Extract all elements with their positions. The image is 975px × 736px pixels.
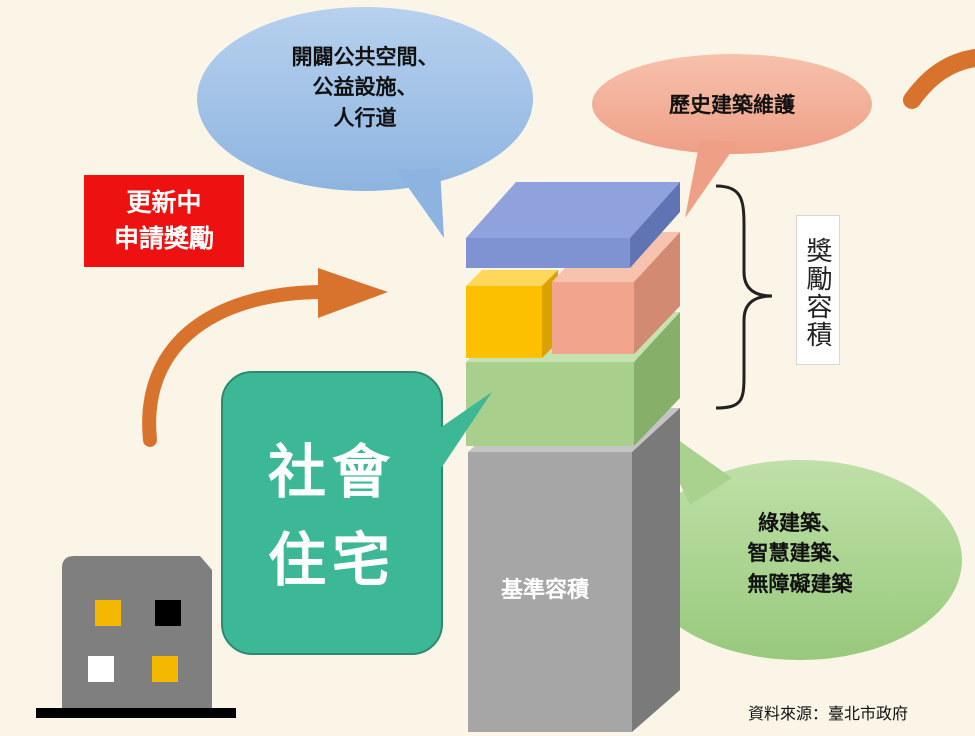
- bonus-far-label: 獎勵容積: [796, 215, 840, 365]
- base-far-label: 基準容積: [500, 578, 589, 603]
- bonus-brace: [715, 184, 773, 410]
- base-far-block: [468, 408, 680, 732]
- update-bonus-badge: 更新中 申請獎勵: [84, 175, 244, 267]
- social-housing-text: 社會 住宅: [228, 398, 436, 638]
- public-space-text: 開闢公共空間、 公益設施、 人行道: [245, 42, 485, 133]
- green-line-1: 綠建築、: [758, 511, 842, 535]
- green-line-3: 無障礙建築: [747, 571, 853, 596]
- green-line-2: 智慧建築、: [747, 541, 853, 566]
- badge-line-1: 更新中: [126, 188, 202, 217]
- badge-line-2: 申請獎勵: [113, 224, 214, 253]
- curved-arrow-right: [903, 49, 975, 109]
- public-space-line-2: 公益設施、: [312, 75, 418, 100]
- historic-text: 歷史建築維護: [669, 93, 795, 117]
- source-caption: 資料來源：臺北市政府: [748, 704, 909, 723]
- public-space-line-3: 人行道: [333, 105, 397, 130]
- yellow-bonus-block: [466, 270, 558, 358]
- social-housing-callout: [221, 371, 492, 655]
- social-housing-line-2: 住宅: [267, 526, 396, 594]
- social-housing-line-1: 社會: [267, 438, 396, 506]
- public-space-line-1: 開闢公共空間、: [291, 45, 439, 69]
- public-space-bubble: [197, 7, 533, 238]
- green-building-text: 綠建築、 智慧建築、 無障礙建築: [686, 508, 914, 599]
- curved-arrow-left: [142, 268, 388, 447]
- building-icon: [36, 556, 236, 718]
- historic-bubble: [592, 54, 872, 218]
- blue-bonus-block: [466, 182, 680, 268]
